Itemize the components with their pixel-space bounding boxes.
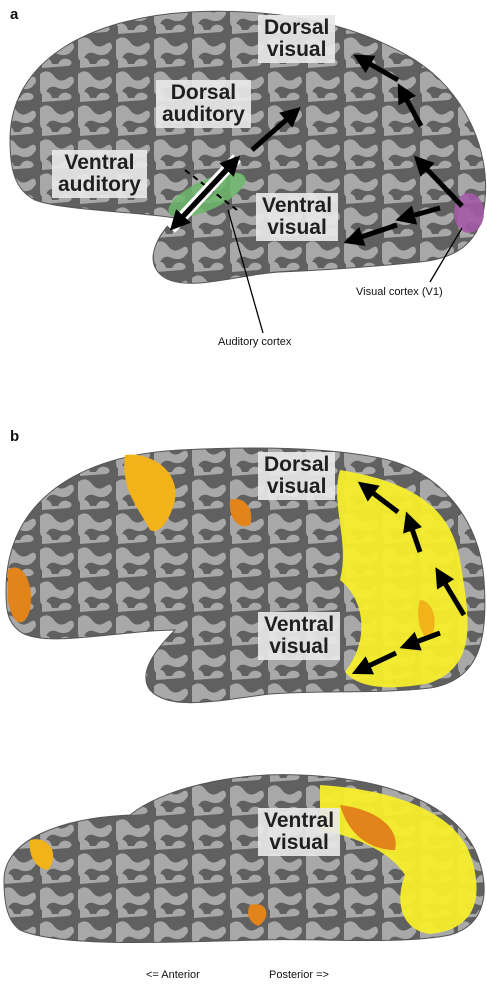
label-line: visual: [266, 475, 327, 499]
auditory-cortex-pointer: [227, 209, 264, 334]
visual-cortex-pointer: [429, 227, 463, 283]
activation-b-bottom: [29, 785, 477, 934]
anterior-label: <= Anterior: [146, 969, 200, 981]
panel-b-letter: b: [10, 428, 20, 445]
arrows-b: [351, 481, 467, 675]
visual-cortex-annotation: Visual cortex (V1): [356, 286, 443, 298]
label-ventral-visual-b-bottom: Ventral visual: [258, 808, 341, 857]
label-line: Ventral: [262, 194, 333, 217]
label-line: visual: [267, 216, 327, 240]
label-line: auditory: [58, 173, 141, 197]
label-line: visual: [266, 38, 327, 62]
label-line: Ventral: [264, 613, 335, 636]
label-dorsal-visual-a: Dorsal visual: [258, 15, 336, 64]
label-line: visual: [269, 831, 329, 855]
label-line: Ventral: [264, 809, 335, 832]
label-line: Dorsal: [264, 453, 330, 476]
label-ventral-auditory-a: Ventral auditory: [52, 150, 147, 199]
auditory-cortex-annotation: Auditory cortex: [218, 336, 292, 348]
label-line: Ventral: [64, 151, 135, 174]
label-ventral-visual-b: Ventral visual: [258, 612, 341, 661]
posterior-label: Posterior =>: [269, 969, 329, 981]
arrows-a: [166, 54, 464, 247]
label-line: visual: [269, 635, 329, 659]
label-line: auditory: [162, 103, 245, 127]
label-line: Dorsal: [264, 16, 330, 39]
panel-a-letter: a: [10, 6, 19, 23]
label-dorsal-visual-b: Dorsal visual: [258, 452, 336, 501]
label-line: Dorsal: [170, 81, 237, 104]
label-dorsal-auditory-a: Dorsal auditory: [156, 80, 251, 129]
brain-a: [9, 10, 487, 284]
label-ventral-visual-a: Ventral visual: [256, 193, 339, 242]
